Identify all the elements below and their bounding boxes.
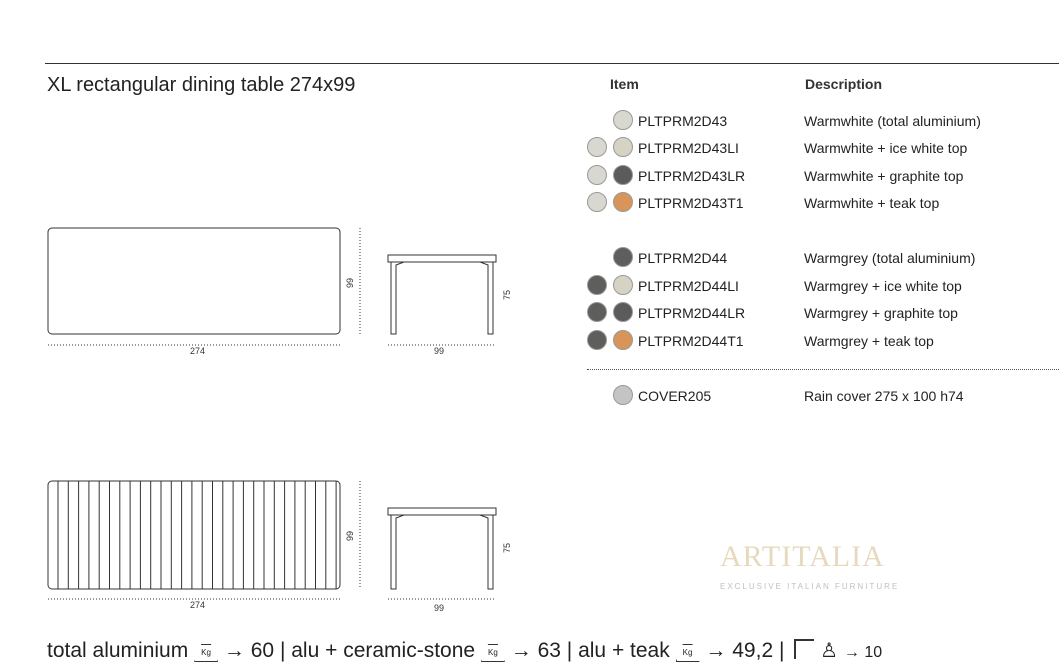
divider	[587, 369, 1059, 370]
item-code: PLTPRM2D44T1	[638, 333, 744, 349]
swatch-frame	[587, 192, 607, 212]
item-code: COVER205	[638, 388, 712, 404]
weight-icon: Kg	[675, 644, 700, 662]
swatch-top	[613, 137, 633, 157]
side-view-slatted	[387, 507, 497, 590]
seat-person-icon: ♙	[820, 640, 839, 662]
item-code: PLTPRM2D43T1	[638, 195, 744, 211]
item-description: Warmgrey + graphite top	[804, 305, 958, 321]
swatch-frame	[587, 275, 607, 295]
top-view-slatted	[47, 480, 341, 590]
watermark-logo: ARTITALIA	[720, 540, 885, 573]
table-row: PLTPRM2D44 Warmgrey (total aluminium)	[580, 247, 1059, 271]
item-code: PLTPRM2D43	[638, 113, 728, 129]
swatch-top	[613, 110, 633, 130]
item-code: PLTPRM2D43LI	[638, 140, 739, 156]
watermark-tagline: EXCLUSIVE ITALIAN FURNITURE	[720, 582, 900, 591]
dim-height-2: 75	[502, 542, 513, 554]
table-row: COVER205 Rain cover 275 x 100 h74	[580, 385, 1059, 409]
dim-length: 274	[190, 346, 206, 356]
dim-width: 99	[345, 277, 356, 289]
table-row: PLTPRM2D44T1 Warmgrey + teak top	[580, 330, 1059, 354]
swatch-top	[613, 275, 633, 295]
dim-width-2: 99	[345, 530, 356, 542]
swatch-top	[613, 385, 633, 405]
swatch-top	[613, 192, 633, 212]
item-description: Warmwhite + ice white top	[804, 140, 968, 156]
dim-depth-2: 99	[434, 603, 445, 613]
footer-weight-2: → 63 | alu + teak	[510, 639, 670, 662]
table-row: PLTPRM2D43 Warmwhite (total aluminium)	[580, 110, 1059, 134]
header-item: Item	[610, 76, 639, 92]
table-row: PLTPRM2D43T1 Warmwhite + teak top	[580, 192, 1059, 216]
page-title: XL rectangular dining table 274x99	[47, 74, 356, 96]
swatch-top	[613, 330, 633, 350]
swatch-frame	[587, 137, 607, 157]
item-code: PLTPRM2D44LR	[638, 305, 746, 321]
side-view-plain	[387, 254, 497, 335]
footer-label: total aluminium	[47, 639, 189, 662]
footer-weight-1: → 60 | alu + ceramic-stone	[223, 639, 476, 662]
weight-icon: Kg	[194, 644, 219, 662]
item-code: PLTPRM2D43LR	[638, 168, 746, 184]
item-description: Rain cover 275 x 100 h74	[804, 388, 964, 404]
item-code: PLTPRM2D44LI	[638, 278, 739, 294]
item-description: Warmwhite (total aluminium)	[804, 113, 981, 129]
dim-depth: 99	[434, 346, 445, 356]
item-description: Warmwhite + teak top	[804, 195, 940, 211]
table-row: PLTPRM2D43LI Warmwhite + ice white top	[580, 137, 1059, 161]
weight-footer: total aluminium Kg → 60 | alu + ceramic-…	[47, 638, 882, 663]
dim-length-2: 274	[190, 600, 206, 610]
item-description: Warmgrey (total aluminium)	[804, 250, 976, 266]
swatch-top	[613, 247, 633, 267]
item-description: Warmgrey + teak top	[804, 333, 934, 349]
swatch-frame	[587, 330, 607, 350]
table-row: PLTPRM2D44LI Warmgrey + ice white top	[580, 275, 1059, 299]
dim-height: 75	[502, 289, 513, 301]
table-row: PLTPRM2D44LR Warmgrey + graphite top	[580, 302, 1059, 326]
swatch-top	[613, 302, 633, 322]
swatch-frame	[587, 302, 607, 322]
footer-seats: → 10	[843, 644, 883, 661]
weight-icon: Kg	[480, 644, 505, 662]
swatch-frame	[587, 165, 607, 185]
item-code: PLTPRM2D44	[638, 250, 728, 266]
swatch-top	[613, 165, 633, 185]
top-rule	[45, 63, 1059, 64]
item-description: Warmgrey + ice white top	[804, 278, 962, 294]
item-description: Warmwhite + graphite top	[804, 168, 964, 184]
top-view-plain	[47, 227, 341, 335]
table-row: PLTPRM2D43LR Warmwhite + graphite top	[580, 165, 1059, 189]
footer-weight-3: → 49,2 |	[705, 639, 785, 662]
table-icon	[794, 639, 815, 659]
header-description: Description	[805, 76, 883, 92]
